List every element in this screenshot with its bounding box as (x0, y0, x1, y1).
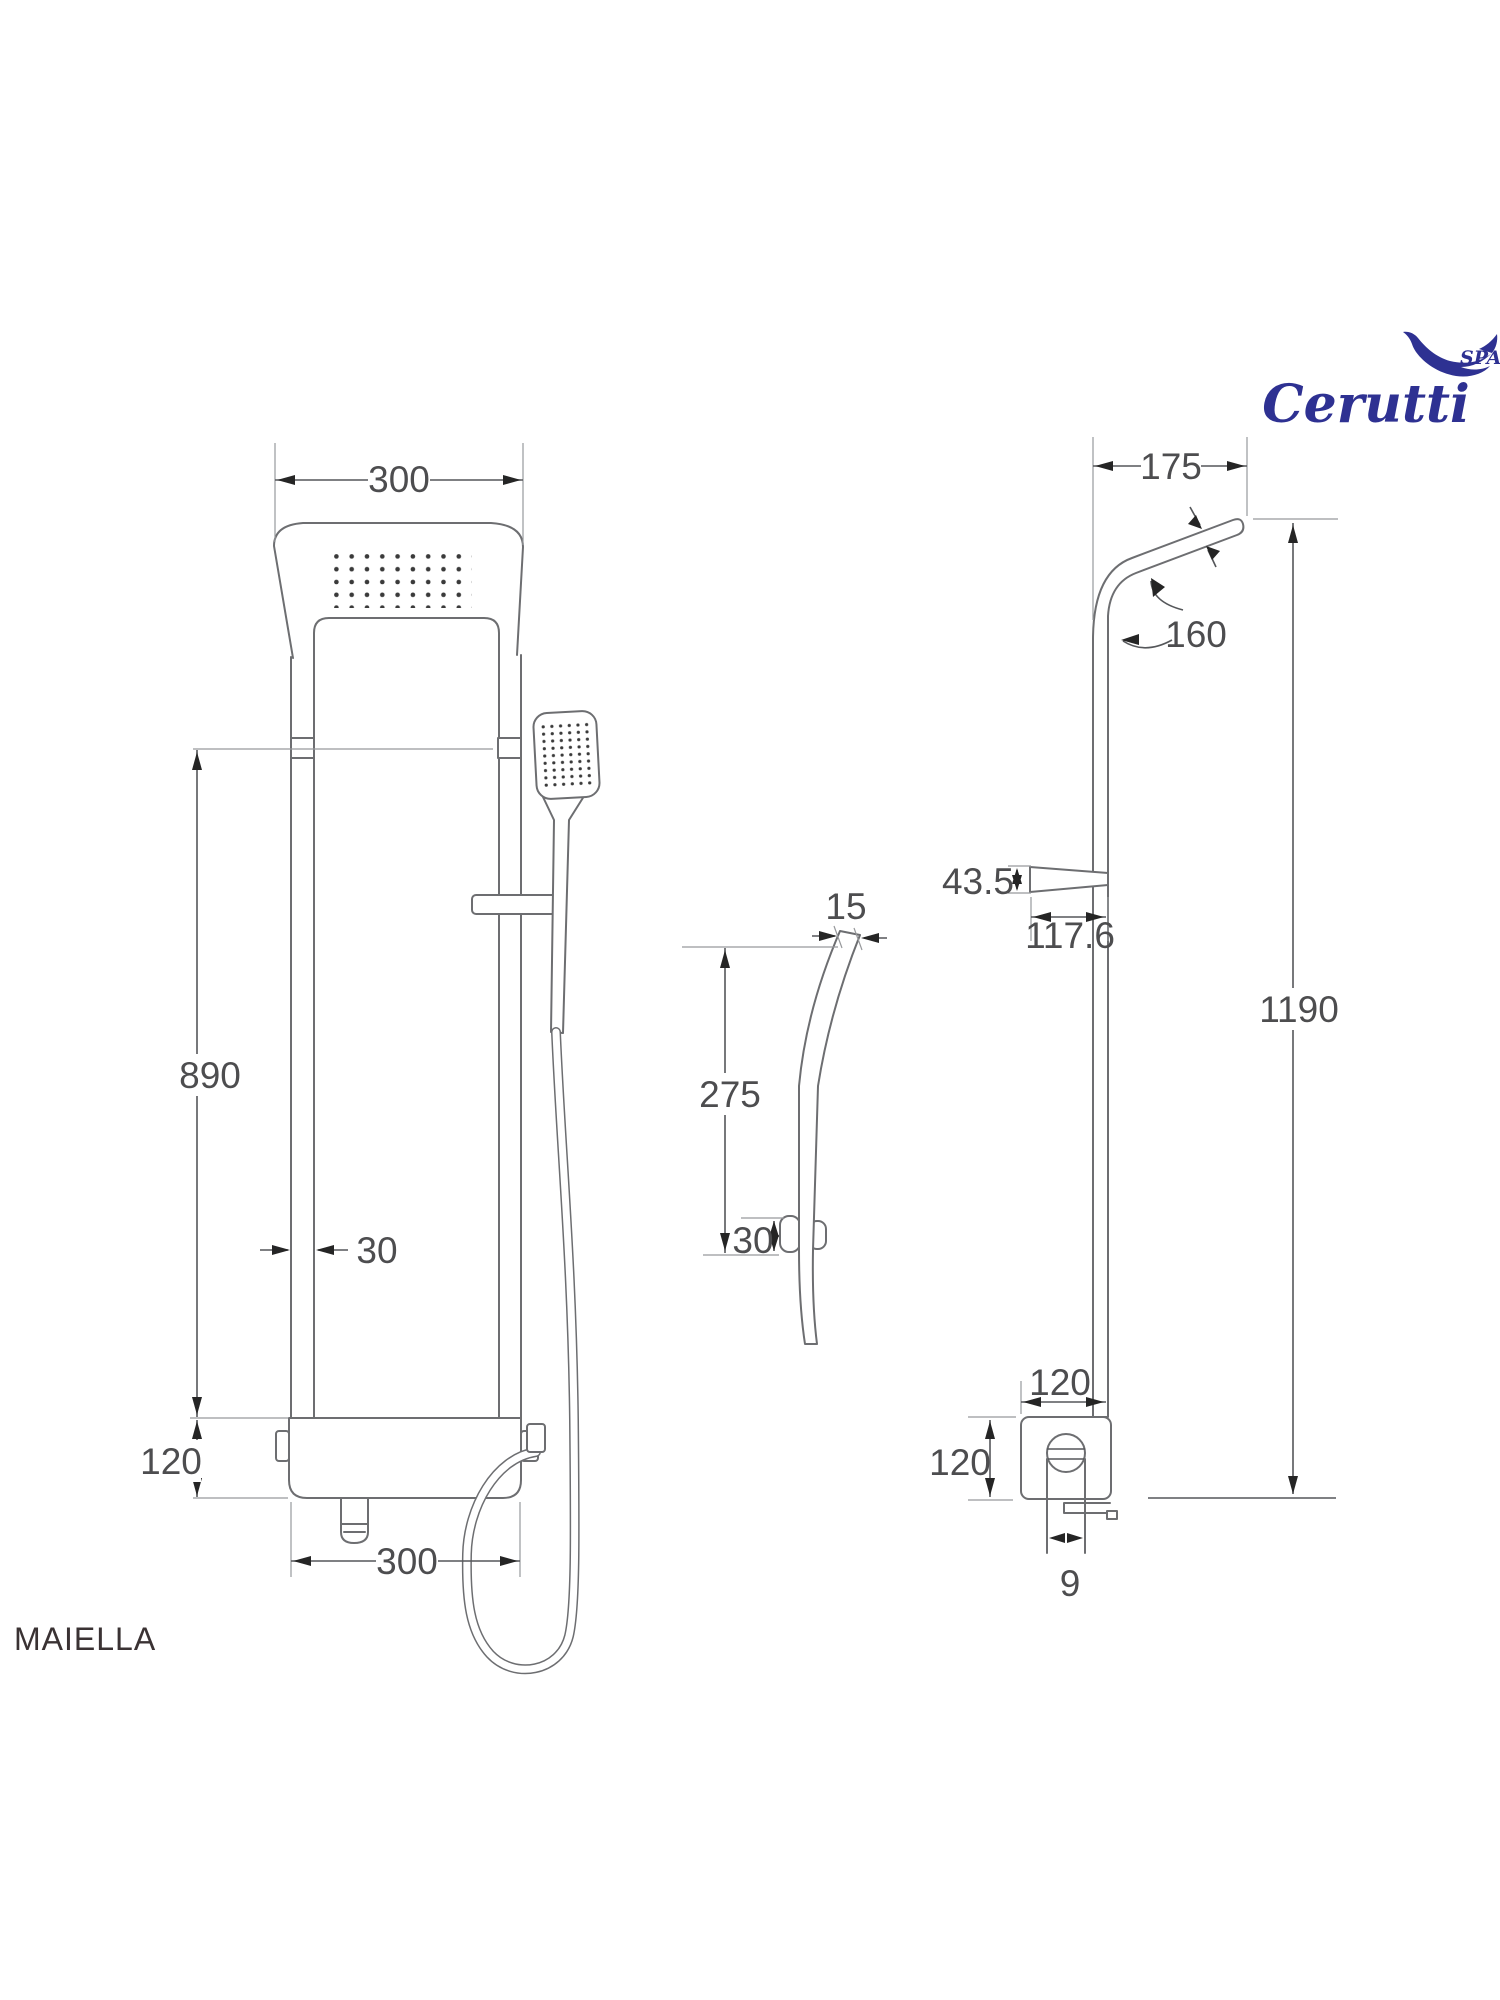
dim-side-mixer-width: 120 (1029, 1362, 1091, 1403)
mixer-lever (1046, 1458, 1086, 1554)
dim-side-holder-depth: 117.6 (1025, 915, 1115, 956)
column-and-arm (1092, 518, 1245, 1418)
dim-front-bottom-width: 300 (376, 1541, 438, 1582)
tray-knob-left (275, 1430, 290, 1462)
dim-hand-length: 275 (699, 1074, 761, 1115)
model-name: MAIELLA (14, 1621, 156, 1657)
brand-name: Cerutti (1262, 374, 1469, 435)
holder-knob-back (779, 1215, 801, 1253)
dim-side-column-height: 1190 (1259, 989, 1339, 1030)
mixer-tray (288, 1417, 522, 1499)
extension-lines (190, 437, 1338, 1577)
brand-suffix: SPA (1460, 347, 1500, 369)
dim-hand-head-thickness: 15 (825, 886, 866, 927)
dim-side-holder-height: 43.5 (942, 861, 1014, 902)
front-view (273, 522, 601, 1675)
panel-face (313, 617, 500, 1419)
side-spout-tip (1106, 1510, 1118, 1520)
column-side-view (1020, 518, 1245, 1554)
wall-clip-left (290, 737, 315, 759)
dim-side-spout-width: 9 (1060, 1563, 1081, 1604)
brand-logo: SPA Cerutti (1262, 331, 1500, 435)
hand-shower-head (532, 710, 601, 800)
dim-front-base-height: 120 (140, 1441, 202, 1482)
hand-shower-profile (798, 930, 861, 1345)
dim-side-bend-angle: 160 (1165, 614, 1227, 655)
hand-shower-hose (461, 1027, 580, 1675)
dim-hand-holder-height: 30 (732, 1220, 773, 1261)
mixer-knob (1046, 1433, 1086, 1473)
dolphin-icon (1403, 331, 1498, 377)
dim-side-mixer-height: 120 (929, 1442, 991, 1483)
wall-clip-right (497, 737, 522, 759)
dim-front-rail-width: 30 (356, 1230, 397, 1271)
dim-front-top-width: 300 (368, 459, 430, 500)
dimension-arrows (192, 461, 1298, 1566)
dim-front-body-height: 890 (179, 1055, 241, 1096)
hand-shower-bracket (471, 894, 564, 915)
label-backgrounds (141, 445, 1338, 1581)
hand-shower-side-view (779, 930, 861, 1345)
dim-side-arm-reach: 175 (1140, 446, 1202, 487)
wall-holder-wedge (1029, 866, 1109, 893)
panel-head-spray-dots (330, 551, 472, 608)
mixer-knob-lines (1047, 1448, 1085, 1460)
spout (340, 1497, 369, 1544)
